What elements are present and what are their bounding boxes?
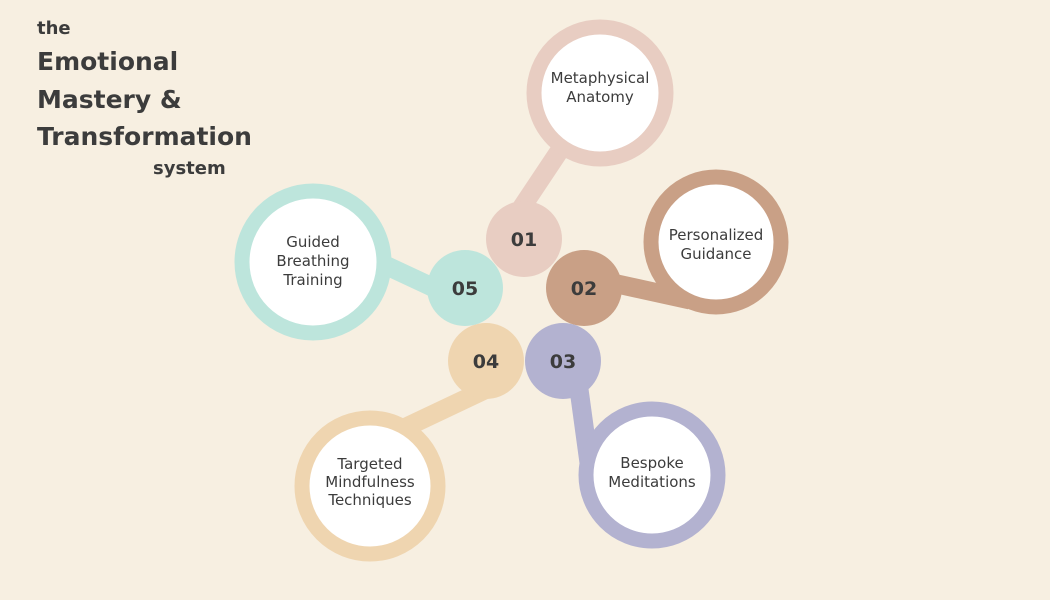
title-line-3: Transformation [37, 122, 252, 151]
number-circle-01 [486, 201, 562, 277]
label-ring-05 [234, 183, 392, 341]
step-label-line: Bespoke [620, 454, 683, 472]
step-04: 04 Targeted Mindfulness Techniques [294, 323, 524, 562]
step-number: 03 [550, 351, 576, 373]
step-05: 05 Guided Breathing Training [234, 183, 503, 341]
step-label-line: Guided [286, 233, 340, 251]
label-ring-02 [643, 169, 789, 315]
step-label-line: Guidance [681, 245, 752, 263]
step-label-line: Metaphysical [551, 69, 650, 87]
step-label-line: Breathing [276, 252, 349, 270]
step-number: 04 [473, 351, 499, 373]
number-circle-05 [427, 250, 503, 326]
title-prefix: the [37, 18, 71, 39]
title-line-2: Mastery & [37, 85, 182, 114]
label-ring-01 [526, 19, 674, 167]
label-ring-04 [294, 410, 446, 562]
title-suffix: system [153, 158, 226, 179]
step-label-line: Techniques [327, 491, 412, 509]
step-label-line: Training [282, 271, 342, 289]
step-label-line: Anatomy [566, 88, 634, 106]
step-number: 02 [571, 278, 597, 300]
step-label-line: Personalized [669, 226, 764, 244]
step-label-line: Targeted [336, 455, 402, 473]
step-01: 01 Metaphysical Anatomy [486, 19, 674, 277]
number-circle-04 [448, 323, 524, 399]
title-line-1: Emotional [37, 47, 179, 76]
step-number: 01 [511, 229, 537, 251]
number-circle-02 [546, 250, 622, 326]
step-label-line: Mindfulness [325, 473, 415, 491]
step-02: 02 Personalized Guidance [546, 169, 789, 326]
label-ring-03 [578, 401, 726, 549]
number-circle-03 [525, 323, 601, 399]
step-03: 03 Bespoke Meditations [525, 323, 726, 549]
step-label-line: Meditations [608, 473, 696, 491]
step-number: 05 [452, 278, 478, 300]
